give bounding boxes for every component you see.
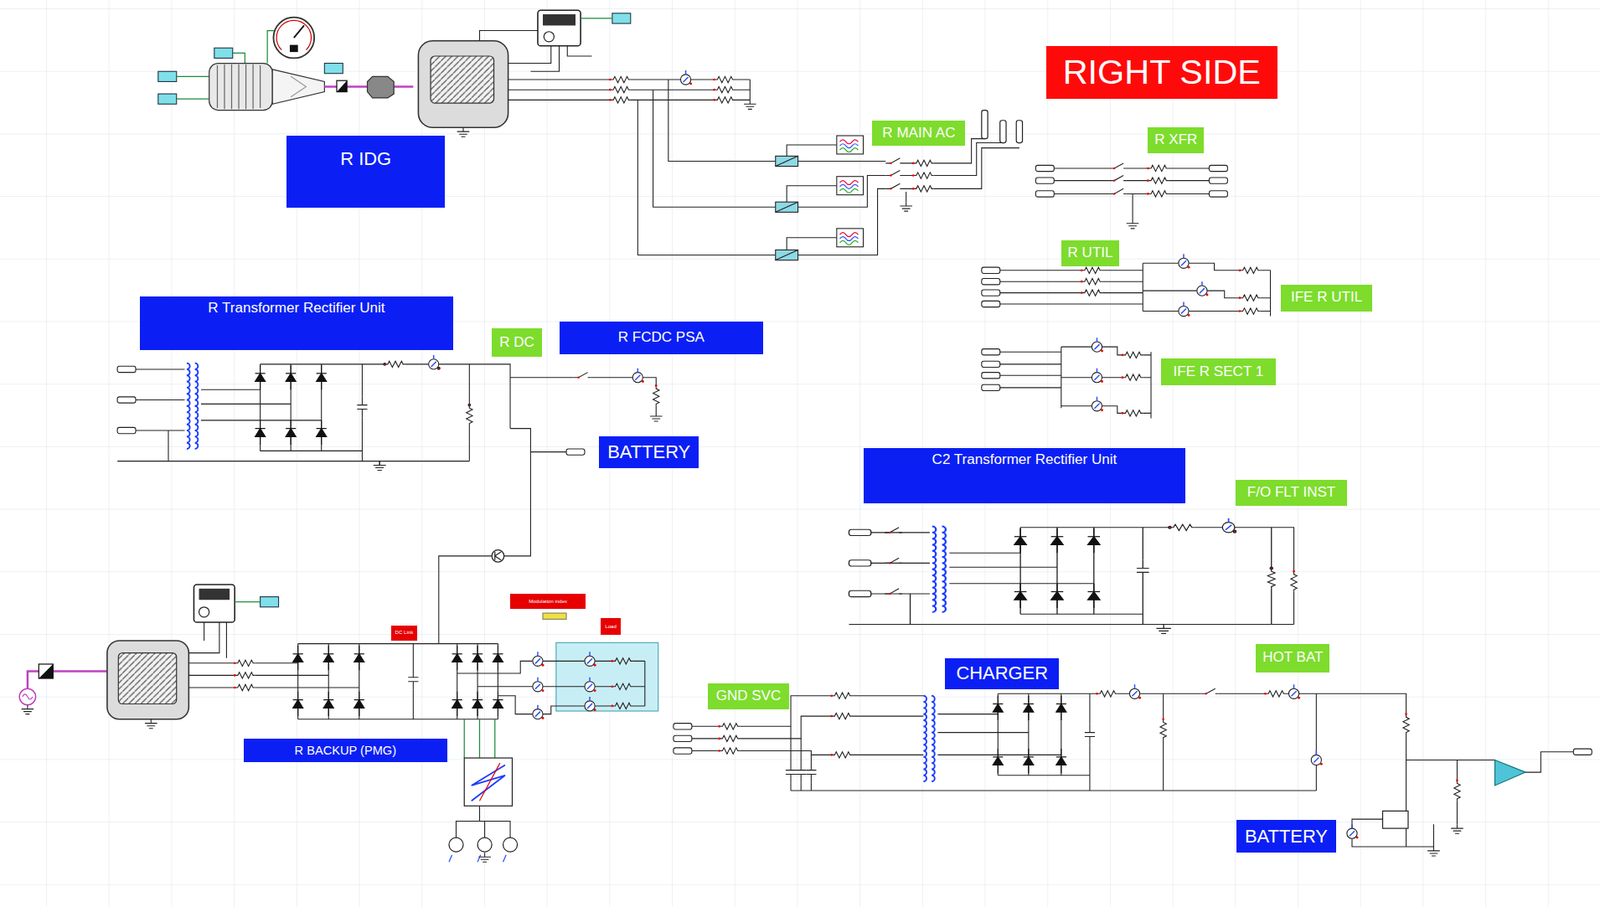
util-bus <box>981 253 1271 317</box>
label-box: BATTERY <box>1236 820 1336 853</box>
label-box: R Transformer Rectifier Unit <box>139 296 454 350</box>
label-box: R DC <box>491 328 542 357</box>
c2-tru <box>848 518 1297 635</box>
label-text: IFE R SECT 1 <box>1173 364 1265 381</box>
r-tru <box>117 355 662 645</box>
charger <box>673 684 1592 857</box>
label-text: IFE R UTIL <box>1290 289 1363 306</box>
label-box: RIGHT SIDE <box>1046 46 1279 99</box>
label-box: R UTIL <box>1061 240 1120 266</box>
label-box: IFE R SECT 1 <box>1161 358 1275 387</box>
label-box: GND SVC <box>707 683 789 709</box>
label-text: BATTERY <box>1244 826 1328 847</box>
label-text: BATTERY <box>607 442 691 463</box>
label-box: R XFR <box>1147 127 1204 153</box>
label-box: IFE R UTIL <box>1280 284 1373 312</box>
label-box: BATTERY <box>598 436 699 469</box>
label-text: R UTIL <box>1068 245 1114 262</box>
label-box: Modulation index <box>510 593 586 610</box>
transfer-bus <box>1035 163 1228 229</box>
circuit <box>19 10 1592 862</box>
label-box: C2 Transformer Rectifier Unit <box>863 448 1187 504</box>
label-box: Load <box>600 618 621 635</box>
label-text: Load <box>604 624 617 630</box>
label-box: R MAIN AC <box>872 120 966 146</box>
label-text: R MAIN AC <box>882 125 955 142</box>
label-box: R IDG <box>286 135 445 208</box>
label-text: Modulation index <box>528 598 568 605</box>
label-text: F/O FLT INST <box>1247 485 1336 501</box>
label-text: RIGHT SIDE <box>1063 53 1261 93</box>
label-text: R DC <box>499 335 535 351</box>
label-box: F/O FLT INST <box>1235 480 1348 507</box>
label-text: R IDG <box>340 149 392 170</box>
label-text: CHARGER <box>955 663 1048 684</box>
label-text: R FCDC PSA <box>618 330 705 346</box>
label-box: DC Link <box>391 625 419 641</box>
label-text: R BACKUP (PMG) <box>294 743 398 758</box>
label-box: CHARGER <box>944 658 1059 691</box>
label-text: GND SVC <box>716 688 782 705</box>
label-box: R BACKUP (PMG) <box>243 738 447 763</box>
label-text: DC Link <box>395 629 414 636</box>
engine-idg <box>158 10 1023 260</box>
backup-pmg <box>19 584 659 862</box>
ife-bus <box>981 337 1151 419</box>
label-text: C2 Transformer Rectifier Unit <box>932 452 1118 469</box>
label-text: HOT BAT <box>1262 650 1323 666</box>
label-text: R XFR <box>1154 132 1198 149</box>
label-text: R Transformer Rectifier Unit <box>207 300 385 317</box>
label-box: R FCDC PSA <box>559 321 764 355</box>
label-box: HOT BAT <box>1255 644 1330 673</box>
